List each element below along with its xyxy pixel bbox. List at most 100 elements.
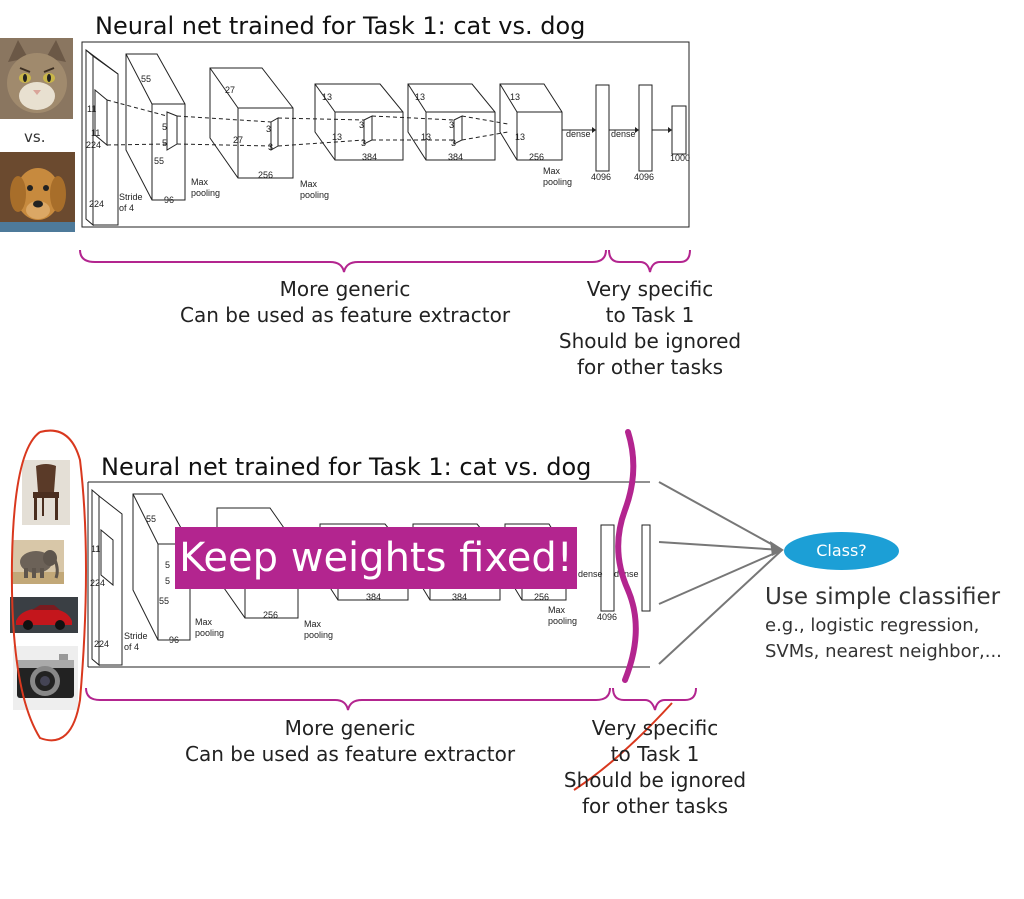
label-3e: 3 [449, 120, 454, 130]
label-13b: 13 [332, 132, 342, 142]
label-224b: 224 [89, 199, 104, 209]
b-label-5b: 5 [165, 576, 170, 586]
bottom-specific-caption: Very specific to Task 1 Should be ignore… [560, 715, 750, 819]
bottom-title: Neural net trained for Task 1: cat vs. d… [101, 453, 592, 481]
label-4096b: 4096 [634, 172, 654, 182]
bottom-specific-line2: to Task 1 [610, 742, 700, 766]
top-specific-brace [608, 249, 691, 273]
b-label-55a: 55 [146, 514, 156, 524]
label-maxpool3a: Max [543, 166, 561, 176]
label-stride1: Stride [119, 192, 143, 202]
keep-weights-banner: Keep weights fixed! [175, 527, 577, 589]
car-photo [10, 597, 78, 633]
label-dense1: dense [566, 129, 591, 139]
label-384b: 384 [448, 152, 463, 162]
label-13e: 13 [510, 92, 520, 102]
label-3c: 3 [359, 120, 364, 130]
label-384a: 384 [362, 152, 377, 162]
vs-label: vs. [24, 128, 46, 146]
label-5a: 5 [162, 122, 167, 132]
bottom-specific-line1: Very specific [591, 716, 719, 740]
label-3b: 3 [268, 142, 273, 152]
b-label-dense2: dense [614, 569, 639, 579]
label-3a: 3 [266, 124, 271, 134]
b-label-stride1: Stride [124, 631, 148, 641]
b-label-384a: 384 [366, 592, 381, 602]
bottom-specific-line4: for other tasks [581, 794, 728, 818]
top-generic-line2: Can be used as feature extractor [180, 303, 511, 327]
label-stride2: of 4 [119, 203, 134, 213]
cat-photo [0, 38, 73, 119]
label-1000: 1000 [670, 153, 690, 163]
classifier-line2: SVMs, nearest neighbor,... [765, 641, 1002, 662]
elephant-photo [12, 540, 64, 584]
top-specific-line3: Should be ignored [558, 329, 742, 353]
chair-photo [22, 460, 70, 525]
top-generic-brace [79, 249, 607, 273]
top-title: Neural net trained for Task 1: cat vs. d… [95, 12, 586, 40]
label-13d: 13 [421, 132, 431, 142]
b-label-224b: 224 [94, 639, 109, 649]
b-label-dense1: dense [578, 569, 603, 579]
images-circle [10, 429, 87, 742]
top-specific-line1: Very specific [586, 277, 714, 301]
label-maxpool1a: Max [191, 177, 209, 187]
b-label-maxpool1b: pooling [195, 628, 224, 638]
b-label-384b: 384 [452, 592, 467, 602]
label-13c: 13 [415, 92, 425, 102]
label-11a: 11 [87, 104, 96, 114]
label-5b: 5 [162, 138, 167, 148]
label-4096a: 4096 [591, 172, 611, 182]
label-3f: 3 [451, 138, 456, 148]
b-label-11: 11 [91, 544, 100, 554]
top-generic-caption: More generic Can be used as feature extr… [180, 276, 510, 328]
b-label-maxpool2a: Max [304, 619, 322, 629]
camera-photo [13, 646, 78, 710]
label-55b: 55 [154, 156, 164, 166]
b-label-maxpool1a: Max [195, 617, 213, 627]
classifier-line1: e.g., logistic regression, [765, 615, 980, 636]
label-224a: 224 [86, 140, 101, 150]
label-maxpool3b: pooling [543, 177, 572, 187]
label-256a: 256 [258, 170, 273, 180]
b-label-224a: 224 [90, 578, 105, 588]
top-generic-line1: More generic [279, 277, 411, 301]
bottom-generic-brace [85, 687, 611, 711]
b-label-5a: 5 [165, 560, 170, 570]
classifier-title: Use simple classifier [765, 584, 1001, 610]
dog-photo [0, 152, 75, 232]
class-bubble: Class? [784, 532, 899, 570]
label-27a: 27 [225, 85, 235, 95]
b-label-4096: 4096 [597, 612, 617, 622]
strike-through-mark [573, 702, 673, 791]
bottom-specific-brace [612, 687, 697, 711]
bottom-generic-caption: More generic Can be used as feature extr… [185, 715, 515, 767]
top-specific-line2: to Task 1 [605, 303, 695, 327]
bottom-generic-line1: More generic [284, 716, 416, 740]
label-dense2: dense [611, 129, 636, 139]
label-256b: 256 [529, 152, 544, 162]
b-label-55b: 55 [159, 596, 169, 606]
label-11b: 11 [91, 128, 100, 138]
b-label-maxpool3a: Max [548, 605, 566, 615]
label-maxpool2a: Max [300, 179, 318, 189]
b-label-maxpool3b: pooling [548, 616, 577, 626]
bottom-specific-line3: Should be ignored [563, 768, 747, 792]
b-label-96: 96 [169, 635, 179, 645]
label-13a: 13 [322, 92, 332, 102]
b-label-256a: 256 [263, 610, 278, 620]
top-specific-line4: for other tasks [576, 355, 723, 379]
label-maxpool1b: pooling [191, 188, 220, 198]
b-label-maxpool2b: pooling [304, 630, 333, 640]
label-13f: 13 [515, 132, 525, 142]
cut-wave [615, 429, 639, 683]
label-27b: 27 [233, 135, 243, 145]
label-3d: 3 [361, 138, 366, 148]
label-maxpool2b: pooling [300, 190, 329, 200]
bottom-generic-line2: Can be used as feature extractor [185, 742, 516, 766]
